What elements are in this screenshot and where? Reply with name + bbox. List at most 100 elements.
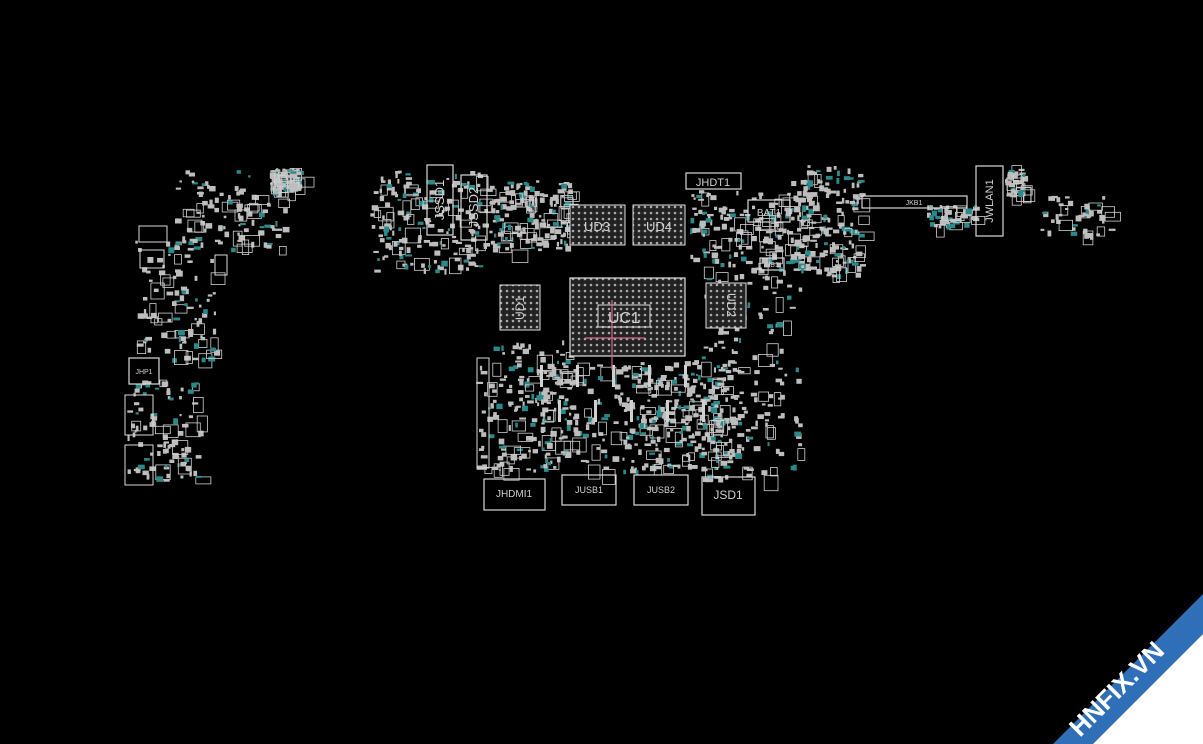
smd-part xyxy=(564,379,571,384)
ram-ud4[interactable]: UD4 xyxy=(632,204,686,246)
smd-part xyxy=(223,215,227,219)
smd-part xyxy=(644,443,652,446)
ub1-label: UB1 xyxy=(765,262,779,269)
battery-bat1[interactable]: BAT1 xyxy=(747,199,791,223)
smd-part xyxy=(499,228,504,232)
smd-part xyxy=(763,285,769,290)
smd-part xyxy=(558,395,565,399)
smd-part xyxy=(477,225,481,230)
smd-part xyxy=(568,355,574,358)
smd-part xyxy=(652,465,658,469)
connector-jkb1[interactable]: JKB1 xyxy=(861,195,968,209)
smd-part xyxy=(516,356,522,360)
smd-part xyxy=(690,440,697,443)
smd-part xyxy=(555,199,559,204)
connector-jusb2[interactable]: JUSB2 xyxy=(633,474,689,506)
smd-part xyxy=(761,245,764,249)
smd-part xyxy=(702,212,705,216)
smd-part xyxy=(825,193,830,198)
smd-part xyxy=(484,466,493,474)
smd-part xyxy=(135,412,139,415)
smd-part xyxy=(674,377,677,382)
chip-ub1[interactable]: UB1 xyxy=(759,257,785,271)
connector-jssd1[interactable]: JSSD1 xyxy=(426,164,454,236)
smd-part xyxy=(244,204,260,212)
smd-part xyxy=(282,168,286,172)
smd-part xyxy=(1104,211,1121,222)
smd-part xyxy=(714,466,717,470)
smd-part xyxy=(693,413,699,418)
smd-part xyxy=(715,429,722,433)
connector-jsd1[interactable]: JSD1 xyxy=(701,476,756,516)
smd-part xyxy=(1065,196,1070,199)
connector-jhdt1[interactable]: JHDT1 xyxy=(685,172,742,190)
connector-jwlan1[interactable]: JWLAN1 xyxy=(975,165,1004,237)
smd-part xyxy=(264,224,272,228)
smd-part xyxy=(634,443,638,446)
smd-part xyxy=(833,166,837,170)
smd-part xyxy=(636,416,640,421)
smd-part xyxy=(703,251,710,254)
smd-part xyxy=(527,200,535,211)
connector-jhdmi1[interactable]: JHDMI1 xyxy=(483,478,546,511)
smd-part xyxy=(429,190,437,195)
smd-part xyxy=(1005,181,1012,186)
smd-part xyxy=(470,171,476,175)
smd-part xyxy=(204,228,207,233)
smd-part xyxy=(707,215,711,221)
smd-part xyxy=(927,212,931,218)
smd-part xyxy=(777,212,781,218)
smd-part xyxy=(832,246,837,249)
smd-part xyxy=(721,238,731,252)
smd-part xyxy=(560,239,563,245)
smd-part xyxy=(530,423,536,427)
inductor-part xyxy=(540,365,543,387)
smd-part xyxy=(228,195,231,200)
smd-part xyxy=(193,343,199,349)
smd-part xyxy=(712,244,716,248)
smd-part xyxy=(479,265,484,268)
smd-part xyxy=(194,221,205,233)
smd-part xyxy=(751,236,757,242)
smd-part xyxy=(516,184,519,190)
smd-part xyxy=(287,180,291,185)
smd-part xyxy=(826,166,832,172)
smd-part xyxy=(169,397,174,401)
connector-outline xyxy=(476,357,490,469)
smd-part xyxy=(1008,169,1015,174)
smd-part xyxy=(713,394,718,400)
smd-part xyxy=(682,437,687,442)
smd-part xyxy=(544,454,547,459)
ram-ud1[interactable]: UD1 xyxy=(499,284,541,331)
smd-part xyxy=(713,226,721,231)
connector-jusb1[interactable]: JUSB1 xyxy=(561,474,617,506)
cpu-uc1[interactable]: UC1 xyxy=(569,277,686,370)
smd-part xyxy=(508,403,512,407)
ram-ud2[interactable]: UD2 xyxy=(705,282,747,329)
ud4-label: UD4 xyxy=(646,219,672,234)
smd-part xyxy=(272,228,276,231)
smd-part xyxy=(703,396,710,401)
smd-part xyxy=(531,213,535,218)
smd-part xyxy=(558,225,564,228)
smd-part xyxy=(569,406,574,409)
smd-part xyxy=(522,348,529,355)
smd-part xyxy=(453,252,458,256)
connector-jhp1[interactable]: JHP1 xyxy=(128,357,160,385)
smd-part xyxy=(549,208,553,214)
smd-part xyxy=(736,229,744,235)
smd-part xyxy=(701,436,706,441)
smd-part xyxy=(203,309,208,314)
smd-part xyxy=(285,174,288,180)
ram-ud3[interactable]: UD3 xyxy=(569,204,626,246)
smd-part xyxy=(547,363,555,369)
smd-part xyxy=(519,234,523,237)
smd-part xyxy=(171,439,179,446)
smd-part xyxy=(198,191,203,197)
smd-part xyxy=(852,207,859,211)
connector-jssd2[interactable]: JSSD2 xyxy=(460,174,488,241)
smd-part xyxy=(622,457,625,461)
connector-outline xyxy=(124,444,154,486)
smd-part xyxy=(188,415,193,419)
smd-part xyxy=(560,451,566,454)
